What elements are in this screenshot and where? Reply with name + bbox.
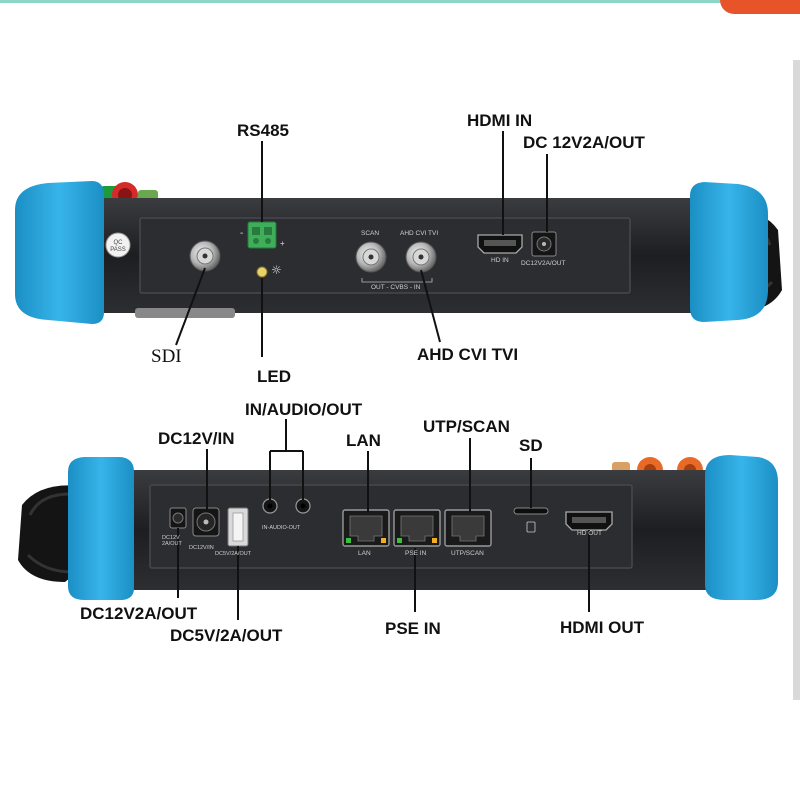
right-bumper-bottom (705, 455, 778, 600)
callout-pse-in: PSE IN (385, 619, 441, 638)
callout-dc-out: DC 12V2A/OUT (523, 133, 645, 152)
sdi-bnc-connector (189, 240, 221, 272)
kickstand (135, 308, 235, 318)
top-accent-bar (0, 0, 800, 3)
right-bumper (690, 182, 768, 322)
dc-out-print: DC12V2A/OUT (521, 260, 566, 267)
audio-in-jack (262, 498, 278, 514)
utp-scan-port (444, 509, 492, 547)
left-bumper-bottom (68, 457, 134, 600)
scan-bnc-connector (355, 241, 387, 273)
audio-print: IN-AUDIO-OUT (262, 525, 301, 531)
dc12v-in-print: DC12V/IN (189, 545, 214, 551)
corner-accent (720, 0, 800, 14)
terminal-plus: + (280, 239, 285, 248)
callout-lan: LAN (346, 431, 381, 450)
ahd-print: AHD CVI TVI (400, 230, 439, 237)
scan-print: SCAN (361, 230, 380, 237)
callout-audio: IN/AUDIO/OUT (245, 400, 363, 419)
hd-out-print: HD OUT (577, 530, 602, 537)
callout-dc12v-in: DC12V/IN (158, 429, 235, 448)
rs485-terminal (247, 221, 277, 249)
bottom-device (18, 419, 778, 620)
qc-pass-sticker (105, 232, 131, 258)
callout-led: LED (257, 367, 291, 386)
callout-sdi: SDI (151, 346, 182, 367)
hd-in-print: HD IN (491, 257, 509, 264)
qc-pass-text: QC PASS (110, 240, 126, 253)
ahd-bnc-connector (405, 241, 437, 273)
top-device (15, 131, 782, 357)
callout-utp-scan: UTP/SCAN (423, 417, 510, 436)
terminal-minus: - (240, 228, 244, 239)
cvbs-print: OUT - CVBS - IN (371, 284, 421, 291)
callout-rs485: RS485 (237, 121, 289, 140)
callout-dc12v2a-out: DC12V2A/OUT (80, 604, 198, 623)
top-callout-lines (175, 131, 548, 357)
dc12v-out-jack (169, 507, 187, 529)
callout-dc5v: DC5V/2A/OUT (170, 626, 283, 645)
led-sun-icon: ☼ (271, 263, 282, 277)
usb-port (227, 507, 249, 547)
dc12v-in-jack (192, 507, 220, 537)
lan-print: LAN (358, 550, 371, 557)
dc-out-jack (531, 231, 557, 257)
lan-port (342, 509, 390, 547)
dc12v-out-print: DC12V 2A/OUT (162, 535, 182, 548)
sd-card-icon (526, 521, 536, 533)
sd-card-slot (513, 507, 549, 515)
audio-out-jack (295, 498, 311, 514)
bottom-callout-lines (177, 419, 590, 620)
right-edge-strip (793, 60, 800, 700)
callout-hdmi-out: HDMI OUT (560, 618, 645, 637)
left-bumper (15, 181, 104, 324)
pse-print: PSE IN (405, 550, 427, 557)
pse-in-port (393, 509, 441, 547)
callout-ahd-cvi-tvi: AHD CVI TVI (417, 345, 519, 364)
callout-hdmi-in: HDMI IN (467, 111, 533, 130)
utp-print: UTP/SCAN (451, 550, 484, 557)
dc5v-print: DC5V/2A/OUT (215, 551, 252, 557)
led-indicator (256, 266, 268, 278)
callout-sd: SD (519, 436, 543, 455)
